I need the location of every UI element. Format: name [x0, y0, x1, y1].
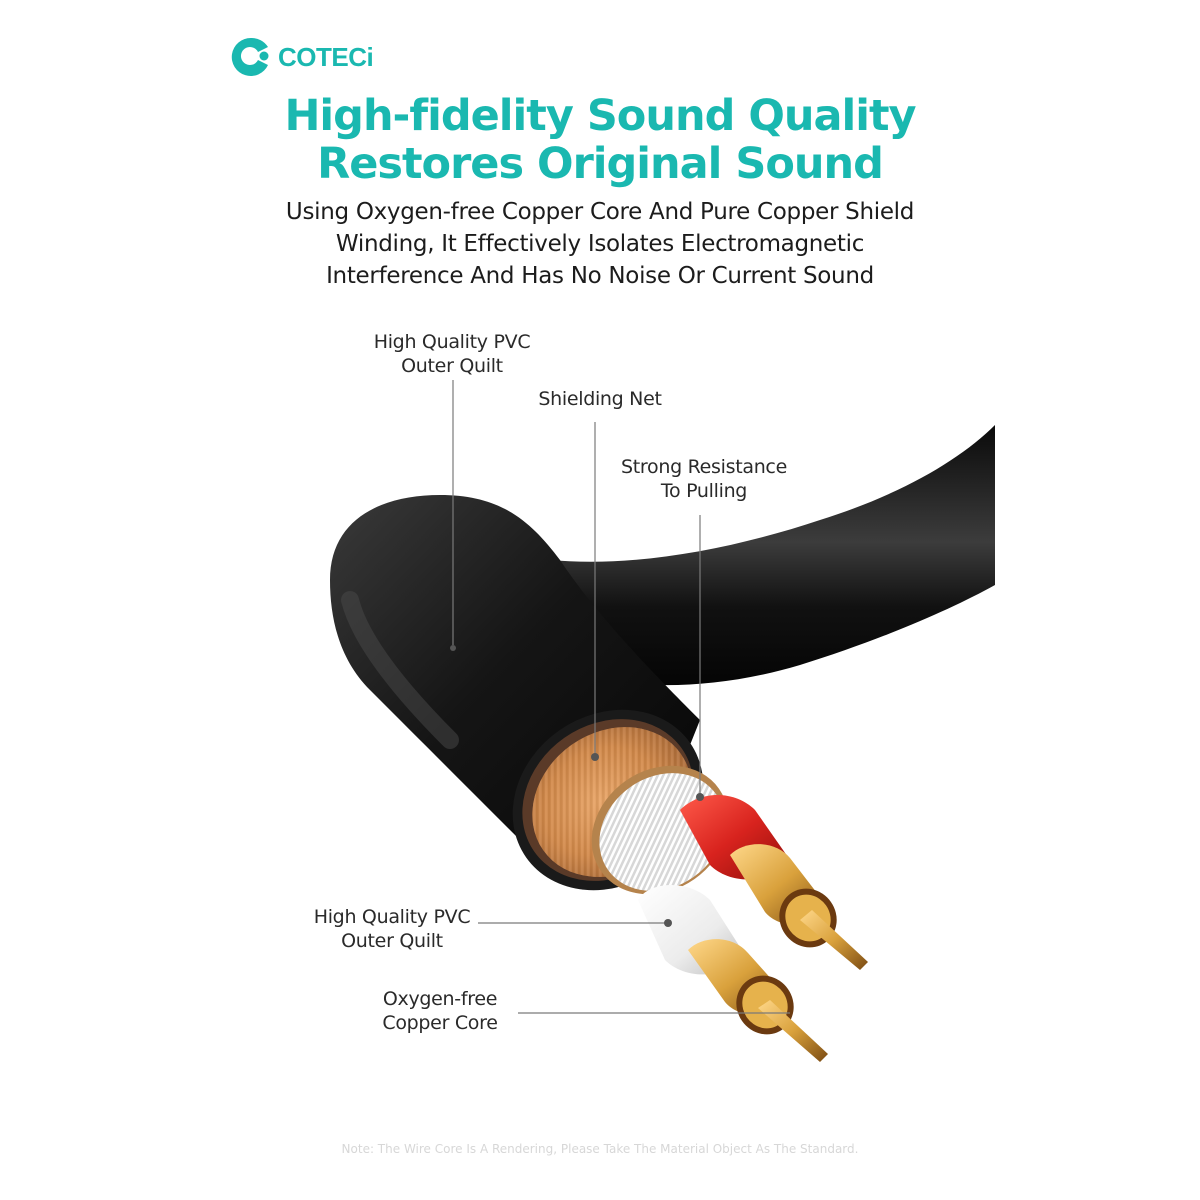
callout-outer-pvc-top-line-2: Outer Quilt	[401, 355, 503, 377]
callout-shielding-net-line-1: Shielding Net	[538, 388, 662, 410]
headline-line-1: High-fidelity Sound Quality	[284, 91, 916, 141]
description-line-2: Winding, It Effectively Isolates Electro…	[335, 231, 865, 257]
callout-copper-core-line-2: Copper Core	[382, 1012, 498, 1034]
brand-logo: COTECi	[230, 36, 374, 78]
description: Using Oxygen-free Copper Core And Pure C…	[0, 196, 1200, 292]
callout-copper-core: Oxygen-free Copper Core	[360, 987, 520, 1035]
callout-outer-pvc-bottom-line-1: High Quality PVC	[313, 906, 471, 928]
callout-shielding-net: Shielding Net	[515, 387, 685, 411]
headline-line-2: Restores Original Sound	[317, 139, 884, 189]
callout-outer-pvc-bottom-line-2: Outer Quilt	[341, 930, 443, 952]
brand-name: COTECi	[278, 41, 374, 72]
callout-strong-resistance-line-2: To Pulling	[660, 480, 748, 502]
coteci-logo-icon	[230, 36, 272, 78]
callout-outer-pvc-top-line-1: High Quality PVC	[373, 331, 531, 353]
callout-strong-resistance-line-1: Strong Resistance	[621, 456, 787, 478]
description-line-3: Interference And Has No Noise Or Current…	[326, 263, 874, 289]
callout-strong-resistance: Strong Resistance To Pulling	[604, 455, 804, 503]
callout-copper-core-line-1: Oxygen-free	[382, 988, 498, 1010]
callout-outer-pvc-top: High Quality PVC Outer Quilt	[352, 330, 552, 378]
footnote: Note: The Wire Core Is A Rendering, Plea…	[341, 1142, 859, 1156]
description-line-1: Using Oxygen-free Copper Core And Pure C…	[285, 199, 915, 225]
callout-outer-pvc-bottom: High Quality PVC Outer Quilt	[292, 905, 492, 953]
